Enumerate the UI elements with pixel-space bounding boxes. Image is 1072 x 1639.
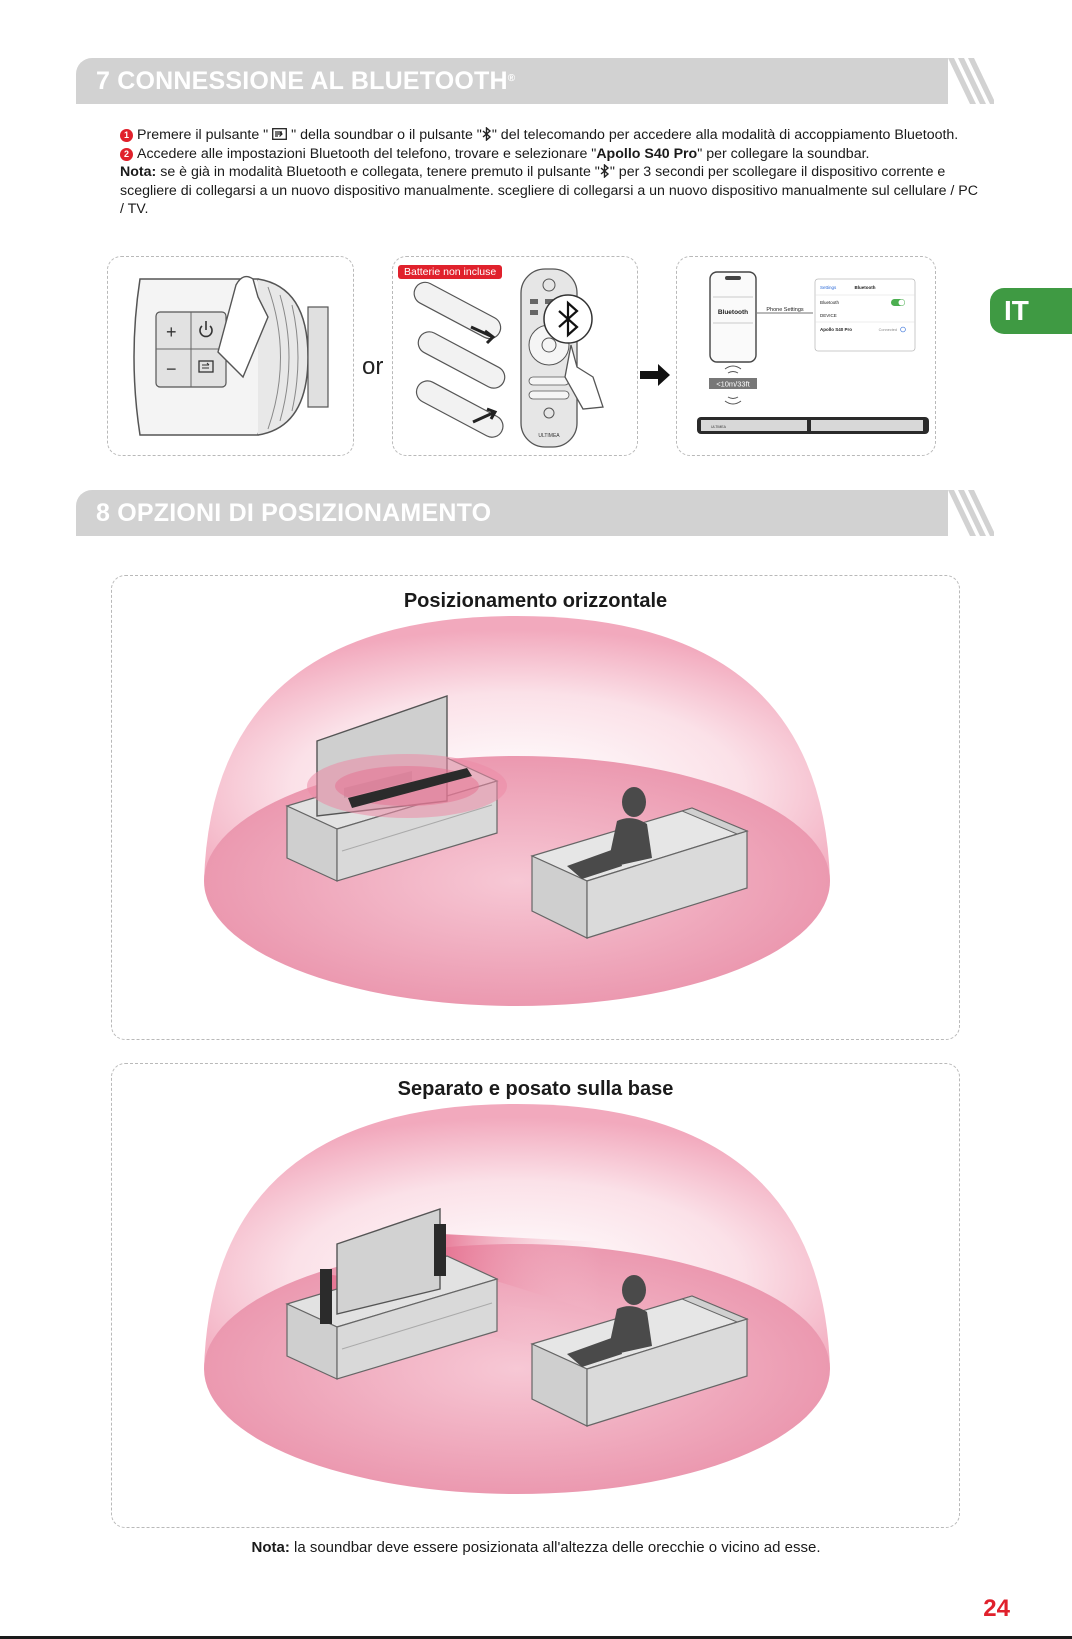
minus-icon: − xyxy=(166,359,177,379)
header-stripes-decoration xyxy=(948,490,994,536)
plus-icon: + xyxy=(166,322,177,342)
person-silhouette xyxy=(567,1275,652,1367)
horizontal-placement-illustration xyxy=(204,616,830,1006)
placement-note: Nota: la soundbar deve essere posizionat… xyxy=(251,1539,821,1556)
info-icon xyxy=(900,326,906,333)
step-1-number: 1 xyxy=(120,129,133,142)
distance-label: <10m/33ft xyxy=(716,380,750,389)
remote-battery-illustration: ULTIMEA xyxy=(413,268,604,448)
source-button-icon xyxy=(198,360,214,373)
bottom-rule xyxy=(0,1636,1072,1639)
arrow-right-icon xyxy=(640,364,670,386)
phone-illustration xyxy=(709,271,757,363)
section-7-header: 7 CONNESSIONE AL BLUETOOTH® xyxy=(76,58,994,104)
soundbar-buttons-panel: + − xyxy=(107,256,354,456)
soundbar-illustration xyxy=(348,768,472,808)
hand-pointer-icon xyxy=(217,275,269,379)
hand-pointer-icon xyxy=(564,344,604,410)
horizontal-placement-title: Posizionamento orizzontale xyxy=(403,590,668,612)
page-number: 24 xyxy=(983,1595,1010,1622)
settings-device-row: DEVICE xyxy=(820,313,837,318)
bluetooth-settings-screen xyxy=(814,278,916,352)
separated-placement-illustration xyxy=(204,1104,830,1494)
section-8-header: 8 OPZIONI DI POSIZIONAMENTO xyxy=(76,490,994,536)
header-stripes-decoration xyxy=(948,58,994,104)
left-speaker-illustration xyxy=(320,1269,332,1324)
battery-not-included-badge: Batterie non incluse xyxy=(398,265,503,279)
signal-wave-icon xyxy=(724,365,742,374)
signal-wave-icon xyxy=(724,396,742,405)
section-7-title: 7 CONNESSIONE AL BLUETOOTH® xyxy=(96,67,516,95)
right-speaker-illustration xyxy=(434,1224,446,1276)
tv-illustration xyxy=(336,1208,441,1315)
bluetooth-icon xyxy=(600,163,609,179)
phone-settings-label: Phone Settings xyxy=(766,307,804,313)
separated-placement-title: Separato e posato sulla base xyxy=(397,1078,674,1100)
section-8-title: 8 OPZIONI DI POSIZIONAMENTO xyxy=(96,499,492,527)
bluetooth-icon xyxy=(558,300,579,338)
soundbar-brand-label: ULTIMEA xyxy=(711,425,727,429)
language-tab: IT xyxy=(990,288,1072,334)
phone-pairing-illustration: Bluetooth Phone Settings Settings Blueto… xyxy=(697,271,929,434)
or-label: or xyxy=(362,353,384,380)
bluetooth-icon xyxy=(482,126,491,142)
soundbar-end-illustration: + − xyxy=(133,275,329,436)
separated-placement-panel: Separato e posato sulla base xyxy=(111,1063,960,1528)
step-2-number: 2 xyxy=(120,147,133,161)
source-button-icon xyxy=(272,128,288,140)
settings-connected-status: Connected xyxy=(879,328,897,332)
person-silhouette xyxy=(567,787,652,879)
remote-control-panel: ULTIMEA xyxy=(392,256,638,456)
settings-header: Bluetooth xyxy=(855,285,876,290)
settings-bluetooth-row: Bluetooth xyxy=(820,300,840,305)
settings-apollo-row: Apollo S40 Pro xyxy=(820,327,852,332)
remote-brand-label: ULTIMEA xyxy=(538,433,560,439)
settings-back-link: Settings xyxy=(820,285,837,290)
power-icon xyxy=(199,321,213,338)
note: Nota: se è già in modalità Bluetooth e c… xyxy=(120,163,979,217)
phone-bluetooth-label: Bluetooth xyxy=(718,309,748,316)
phone-pairing-panel: Bluetooth Phone Settings Settings Blueto… xyxy=(676,256,936,456)
horizontal-placement-panel: Posizionamento orizzontale xyxy=(111,575,960,1040)
